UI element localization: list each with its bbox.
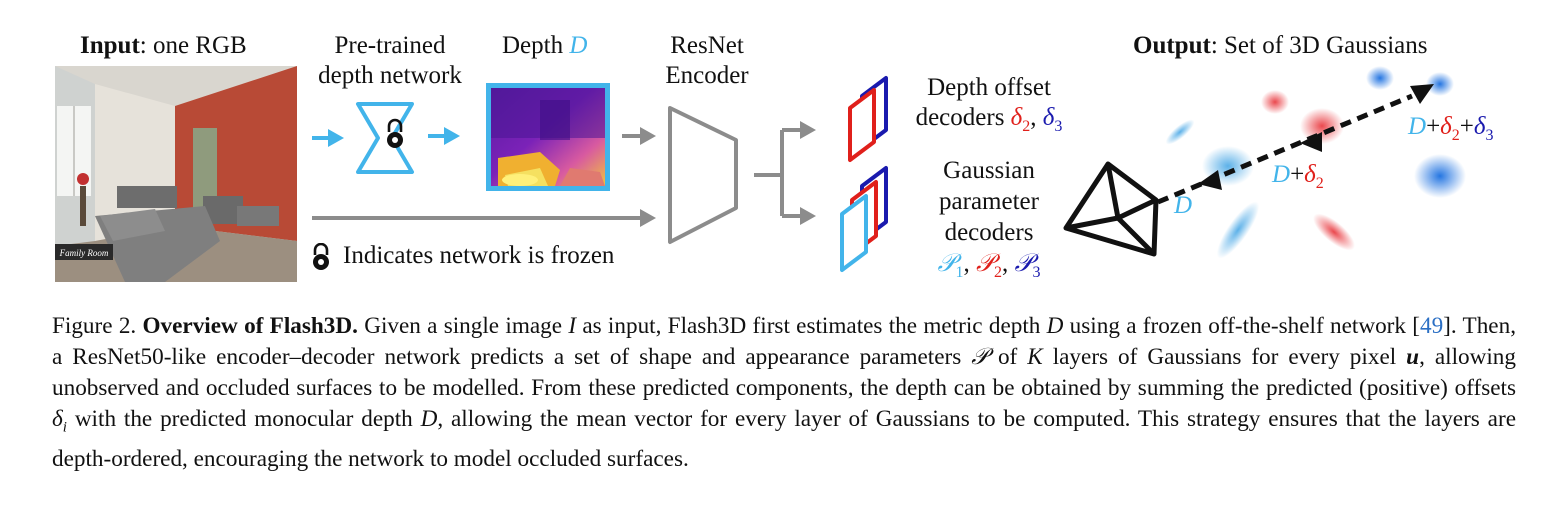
photo-caption-tag: Family Room [59, 248, 109, 258]
camera-frustum-icon [1063, 161, 1159, 257]
resnet-encoder-block [668, 106, 738, 244]
point-label-D-plus-delta2: D+δ2 [1272, 161, 1324, 192]
figure-diagram: Input: one RGB Family Room Pre-trained d… [55, 32, 1494, 282]
figure-caption: Figure 2. Overview of Flash3D. Given a s… [52, 313, 1516, 472]
caption-title: Overview of Flash3D. [142, 313, 358, 339]
point-label-D-plus-delta2-plus-delta3: D+δ2+δ3 [1408, 113, 1494, 144]
arrow-branch-to-decoders [754, 128, 802, 218]
pipeline-graphics [312, 66, 1466, 272]
lock-icon [387, 118, 403, 148]
lock-icon [313, 243, 329, 270]
depth-offset-decoder-stack [848, 76, 888, 162]
arrow-to-depth-network [312, 129, 344, 147]
input-room-photo: Family Room [55, 66, 297, 282]
resnet-encoder-label: ResNet Encoder [665, 32, 749, 89]
camera-ray-dashed-arrow [1157, 84, 1434, 205]
pretrained-network-label: Pre-trained depth network [318, 32, 462, 89]
frozen-note-label: Indicates network is frozen [343, 242, 615, 269]
gaussian-blobs [1165, 66, 1466, 259]
arrow-to-depth-map [428, 127, 460, 145]
arrow-image-to-encoder [312, 209, 656, 227]
depth-network-hourglass [356, 102, 414, 174]
input-title: Input: one RGB [80, 32, 247, 59]
depth-offset-decoders-label: Depth offset decoders δ2, δ3 [915, 74, 1063, 135]
arrow-to-encoder [622, 127, 656, 145]
gaussian-parameter-decoders-label: Gaussian parameter decoders 𝒫1, 𝒫2, 𝒫3 [937, 157, 1041, 281]
depth-map-image [486, 83, 610, 191]
point-label-D: D [1174, 192, 1193, 219]
output-title: Output: Set of 3D Gaussians [1133, 32, 1428, 59]
citation-link[interactable]: 49 [1419, 313, 1444, 339]
caption-figure-number: Figure 2. [52, 313, 143, 339]
gaussian-parameter-decoder-stack [840, 166, 888, 272]
depth-label: Depth D [502, 32, 588, 59]
